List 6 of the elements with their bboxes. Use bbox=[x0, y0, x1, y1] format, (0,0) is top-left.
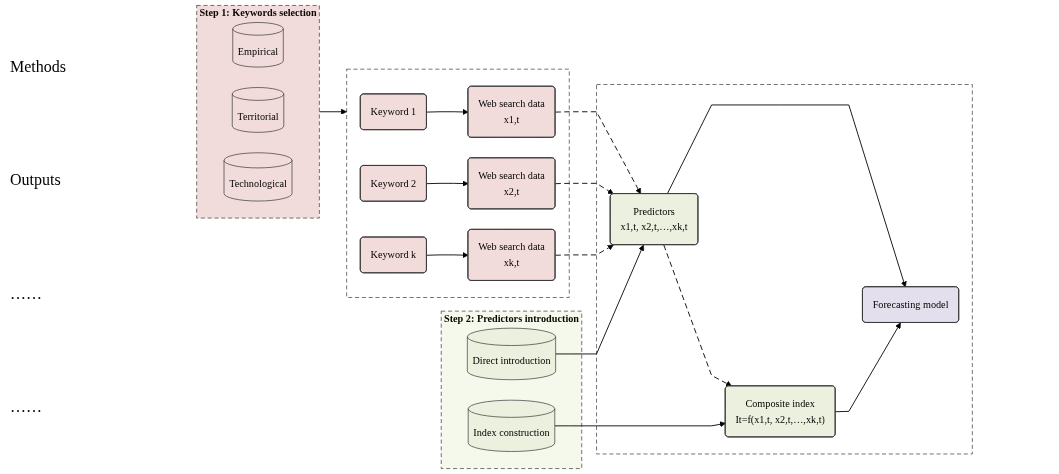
row-label: Outputs bbox=[10, 171, 62, 190]
row-label: Methods bbox=[10, 57, 67, 76]
cluster bbox=[346, 68, 570, 298]
row-label: …… bbox=[10, 398, 43, 417]
cluster bbox=[596, 84, 973, 455]
row-label: …… bbox=[10, 284, 43, 303]
